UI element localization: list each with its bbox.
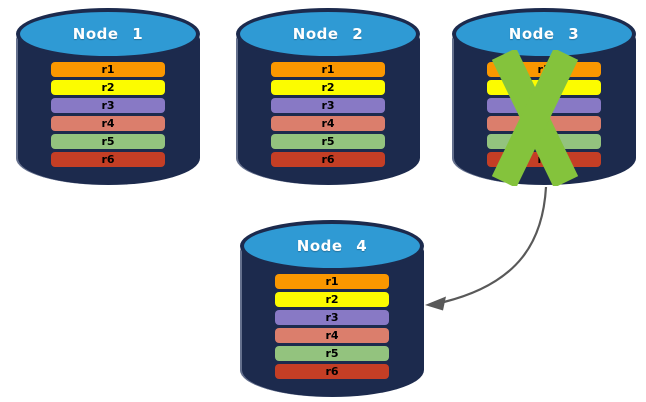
replica-rows: r1 r2 r3 r4 r5 r6	[271, 62, 385, 167]
node-title: Node 1	[72, 25, 144, 43]
failover-arrow-line	[443, 186, 548, 304]
replica-row-r5: r5	[51, 134, 165, 149]
database-node-1: Node 1 r1 r2 r3 r4 r5 r6	[16, 8, 200, 185]
node-title: Node 4	[296, 237, 368, 255]
node-title: Node 3	[508, 25, 580, 43]
replica-row-r2: r2	[275, 292, 389, 307]
replica-row-r3: r3	[51, 98, 165, 113]
replica-row-r2: r2	[51, 80, 165, 95]
replica-row-r4: r4	[275, 328, 389, 343]
replica-row-r6: r6	[51, 152, 165, 167]
database-node-4: Node 4 r1 r2 r3 r4 r5 r6	[240, 220, 424, 397]
replica-row-r4: r4	[271, 116, 385, 131]
replica-row-r1: r1	[275, 274, 389, 289]
database-node-2: Node 2 r1 r2 r3 r4 r5 r6	[236, 8, 420, 185]
cylinder-top-ellipse: Node 1	[16, 8, 200, 60]
replica-rows: r1 r2 r3 r4 r5 r6	[275, 274, 389, 379]
replica-row-r6: r6	[271, 152, 385, 167]
replica-row-r1: r1	[271, 62, 385, 77]
failover-arrowhead-icon	[425, 296, 446, 311]
replica-row-r3: r3	[271, 98, 385, 113]
failure-x-icon	[491, 50, 579, 186]
cylinder-top-ellipse: Node 4	[240, 220, 424, 272]
replica-row-r5: r5	[275, 346, 389, 361]
replica-row-r1: r1	[51, 62, 165, 77]
replica-rows: r1 r2 r3 r4 r5 r6	[51, 62, 165, 167]
replica-row-r6: r6	[275, 364, 389, 379]
replica-row-r2: r2	[271, 80, 385, 95]
replica-row-r5: r5	[271, 134, 385, 149]
database-node-3: Node 3 r1 r2 r3 r4 r5 r6	[452, 8, 636, 186]
cylinder-top-ellipse: Node 2	[236, 8, 420, 60]
cylinder-top-ellipse: Node 3	[452, 8, 636, 60]
node-title: Node 2	[292, 25, 364, 43]
replica-row-r4: r4	[51, 116, 165, 131]
replica-row-r3: r3	[275, 310, 389, 325]
